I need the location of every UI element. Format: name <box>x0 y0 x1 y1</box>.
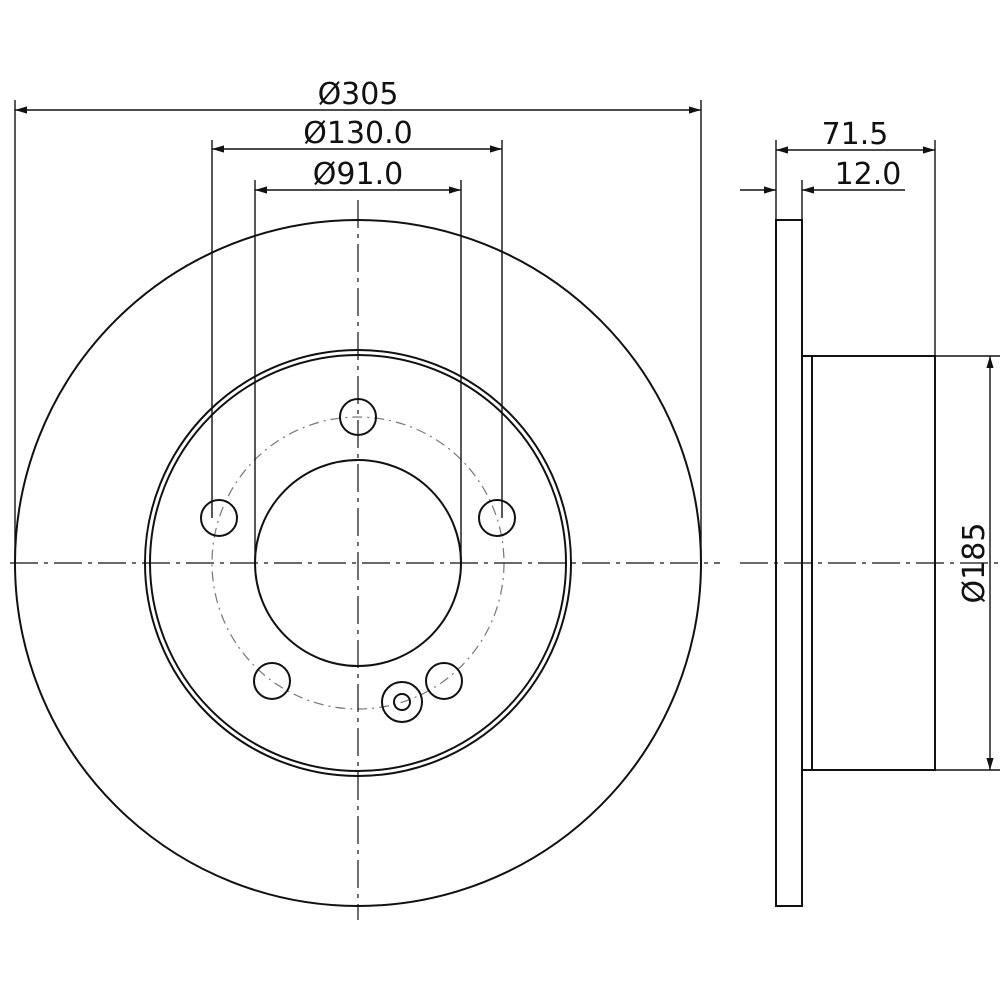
locating-hole-inner <box>393 693 411 711</box>
outer-diameter-label: Ø305 <box>318 77 399 112</box>
center-bore-diameter-label: Ø91.0 <box>313 157 403 192</box>
bolt-circle-diameter-label: Ø130.0 <box>303 116 413 151</box>
locating-hole-outer <box>381 681 423 723</box>
total-height-label: 71.5 <box>822 117 889 152</box>
side-view-dimensions: 71.5 12.0 Ø185 <box>740 117 1000 771</box>
bolt-hole-upper-right <box>478 499 516 537</box>
bolt-hole-lower-left <box>253 662 291 700</box>
bolt-hole-lower-right <box>425 662 463 700</box>
side-view <box>740 219 1000 907</box>
front-view-dimensions: Ø305 Ø130.0 Ø91.0 <box>14 77 702 563</box>
front-view <box>10 200 720 920</box>
bolt-hole-upper-left <box>200 499 238 537</box>
hat-diameter-label: Ø185 <box>957 523 992 604</box>
disc-thickness-label: 12.0 <box>835 157 902 192</box>
